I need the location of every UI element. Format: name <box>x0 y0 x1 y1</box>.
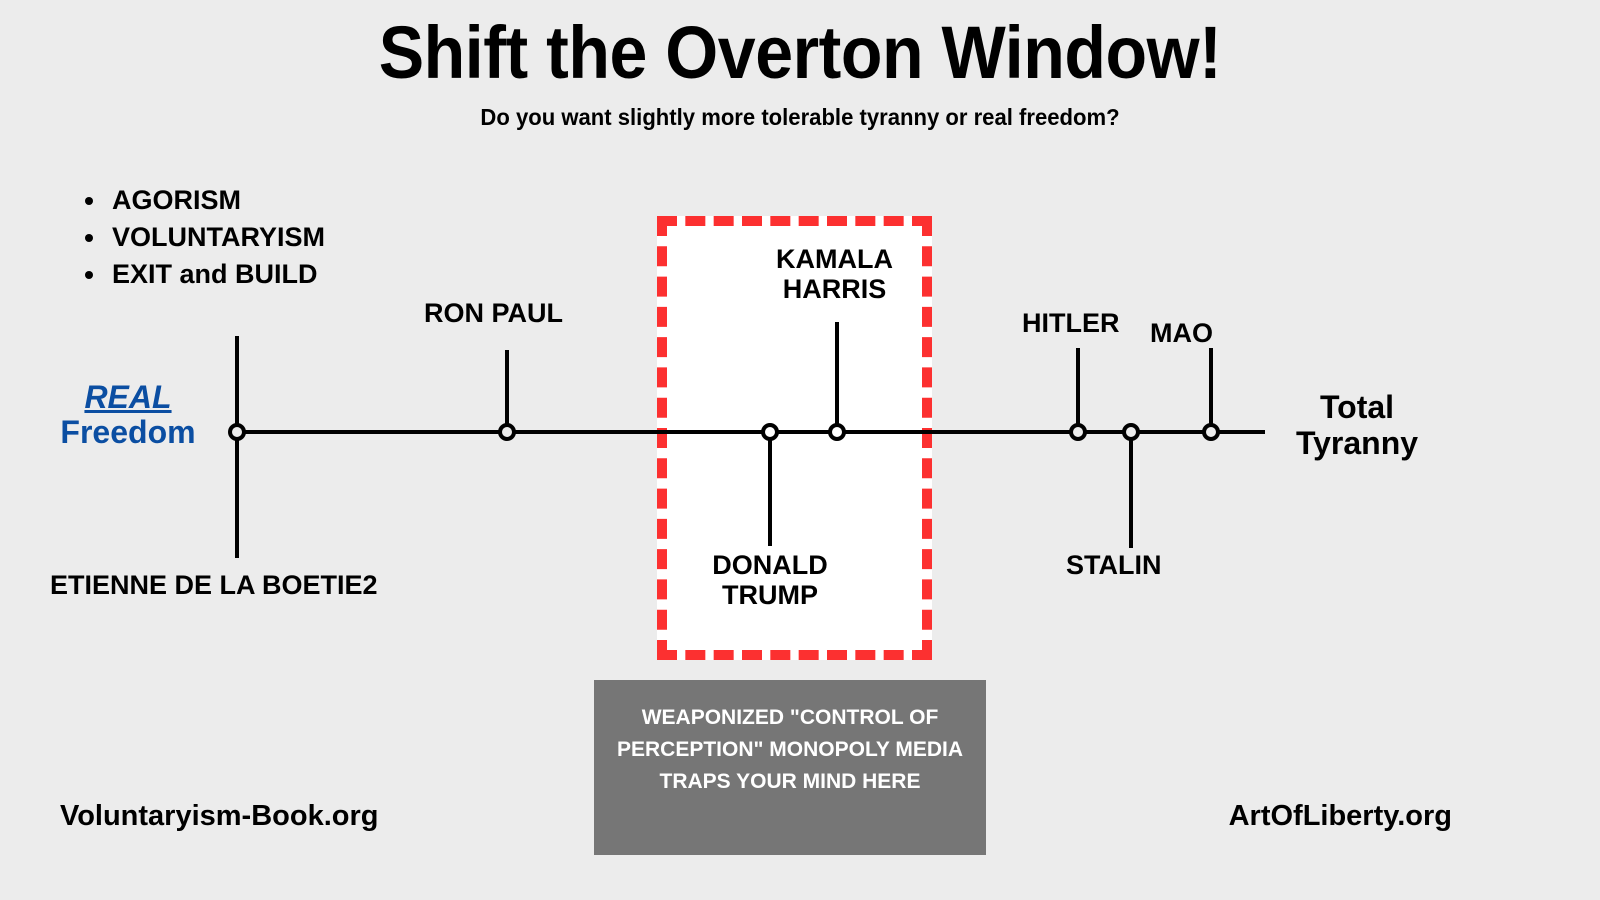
stem-mao <box>1209 348 1213 428</box>
axis-left-end-label: REAL Freedom <box>38 379 218 451</box>
stem-donald-trump <box>768 436 772 546</box>
alternatives-bullet-list: AGORISM VOLUNTARYISM EXIT and BUILD <box>72 182 325 293</box>
point-label-kamala-harris: KAMALA HARRIS <box>776 244 893 305</box>
list-item: AGORISM <box>108 182 325 219</box>
dot-kamala-harris[interactable] <box>828 423 846 441</box>
page-subtitle: Do you want slightly more tolerable tyra… <box>480 104 1120 130</box>
axis-right-end-label: Total Tyranny <box>1295 389 1419 461</box>
point-label-stalin: STALIN <box>1066 550 1162 580</box>
spectrum-axis-line <box>237 430 1265 434</box>
stem-ron-paul <box>505 350 509 428</box>
dot-mao[interactable] <box>1202 423 1220 441</box>
list-item: VOLUNTARYISM <box>108 219 325 256</box>
stem-stalin <box>1129 436 1133 548</box>
media-warning-box: WEAPONIZED "CONTROL OF PERCEPTION" MONOP… <box>594 680 986 855</box>
point-label-donald-trump: DONALD TRUMP <box>712 550 828 611</box>
axis-left-end-label-freedom: Freedom <box>60 414 196 451</box>
point-label-mao: MAO <box>1150 318 1213 348</box>
point-label-etienne-de-la-boetie2: ETIENNE DE LA BOETIE2 <box>50 570 378 600</box>
dot-donald-trump[interactable] <box>761 423 779 441</box>
stem-kamala-harris <box>835 322 839 428</box>
dot-stalin[interactable] <box>1122 423 1140 441</box>
dot-hitler[interactable] <box>1069 423 1087 441</box>
dot-etienne-de-la-boetie2[interactable] <box>228 423 246 441</box>
point-label-ron-paul: RON PAUL <box>424 298 563 328</box>
axis-left-end-label-real: REAL <box>84 379 172 415</box>
dot-ron-paul[interactable] <box>498 423 516 441</box>
stem-etienne-de-la-boetie2 <box>235 336 239 558</box>
point-label-hitler: HITLER <box>1022 308 1120 338</box>
footer-link-art-of-liberty[interactable]: ArtOfLiberty.org <box>1228 800 1452 832</box>
overton-window-box <box>657 216 932 660</box>
list-item: EXIT and BUILD <box>108 256 325 293</box>
page-title: Shift the Overton Window! <box>378 11 1222 94</box>
footer-link-voluntaryism-book[interactable]: Voluntaryism-Book.org <box>60 800 379 832</box>
stem-hitler <box>1076 348 1080 428</box>
